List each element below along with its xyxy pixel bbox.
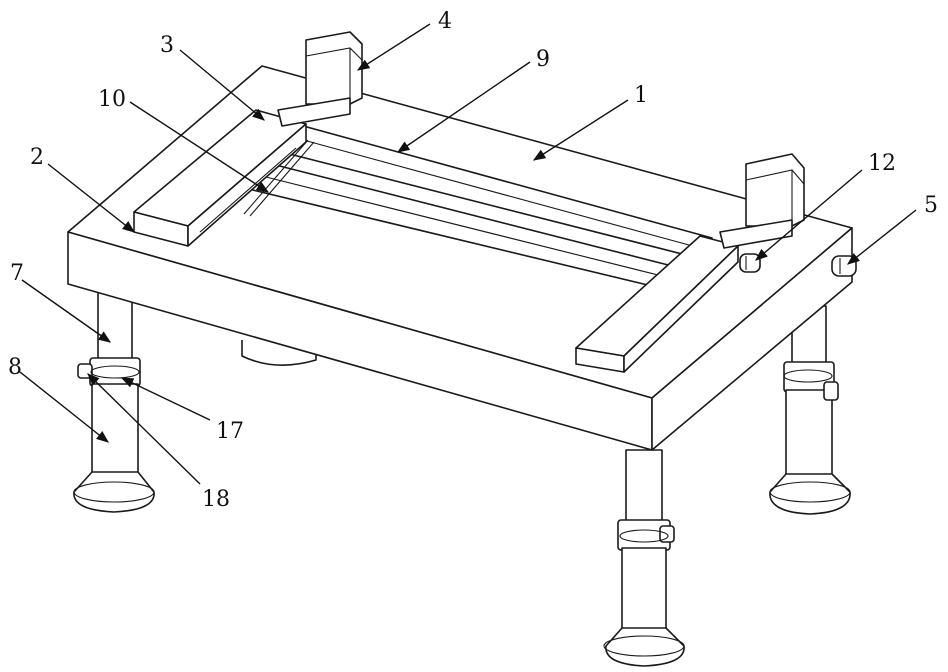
callout-8: 8 [8, 355, 22, 380]
callout-9: 9 [536, 47, 550, 72]
knob-12 [740, 254, 760, 272]
callout-5: 5 [924, 193, 938, 218]
callout-3: 3 [160, 33, 174, 58]
callout-18: 18 [202, 487, 230, 512]
callout-12: 12 [868, 151, 896, 176]
callout-17: 17 [216, 419, 244, 444]
knob-5 [832, 256, 856, 276]
callout-4: 4 [438, 9, 452, 34]
callout-7: 7 [10, 261, 24, 286]
callout-10: 10 [98, 87, 126, 112]
front-left-leg [74, 280, 154, 512]
front-right-leg [604, 450, 684, 666]
callout-2: 2 [30, 145, 44, 170]
callout-1: 1 [634, 83, 648, 108]
